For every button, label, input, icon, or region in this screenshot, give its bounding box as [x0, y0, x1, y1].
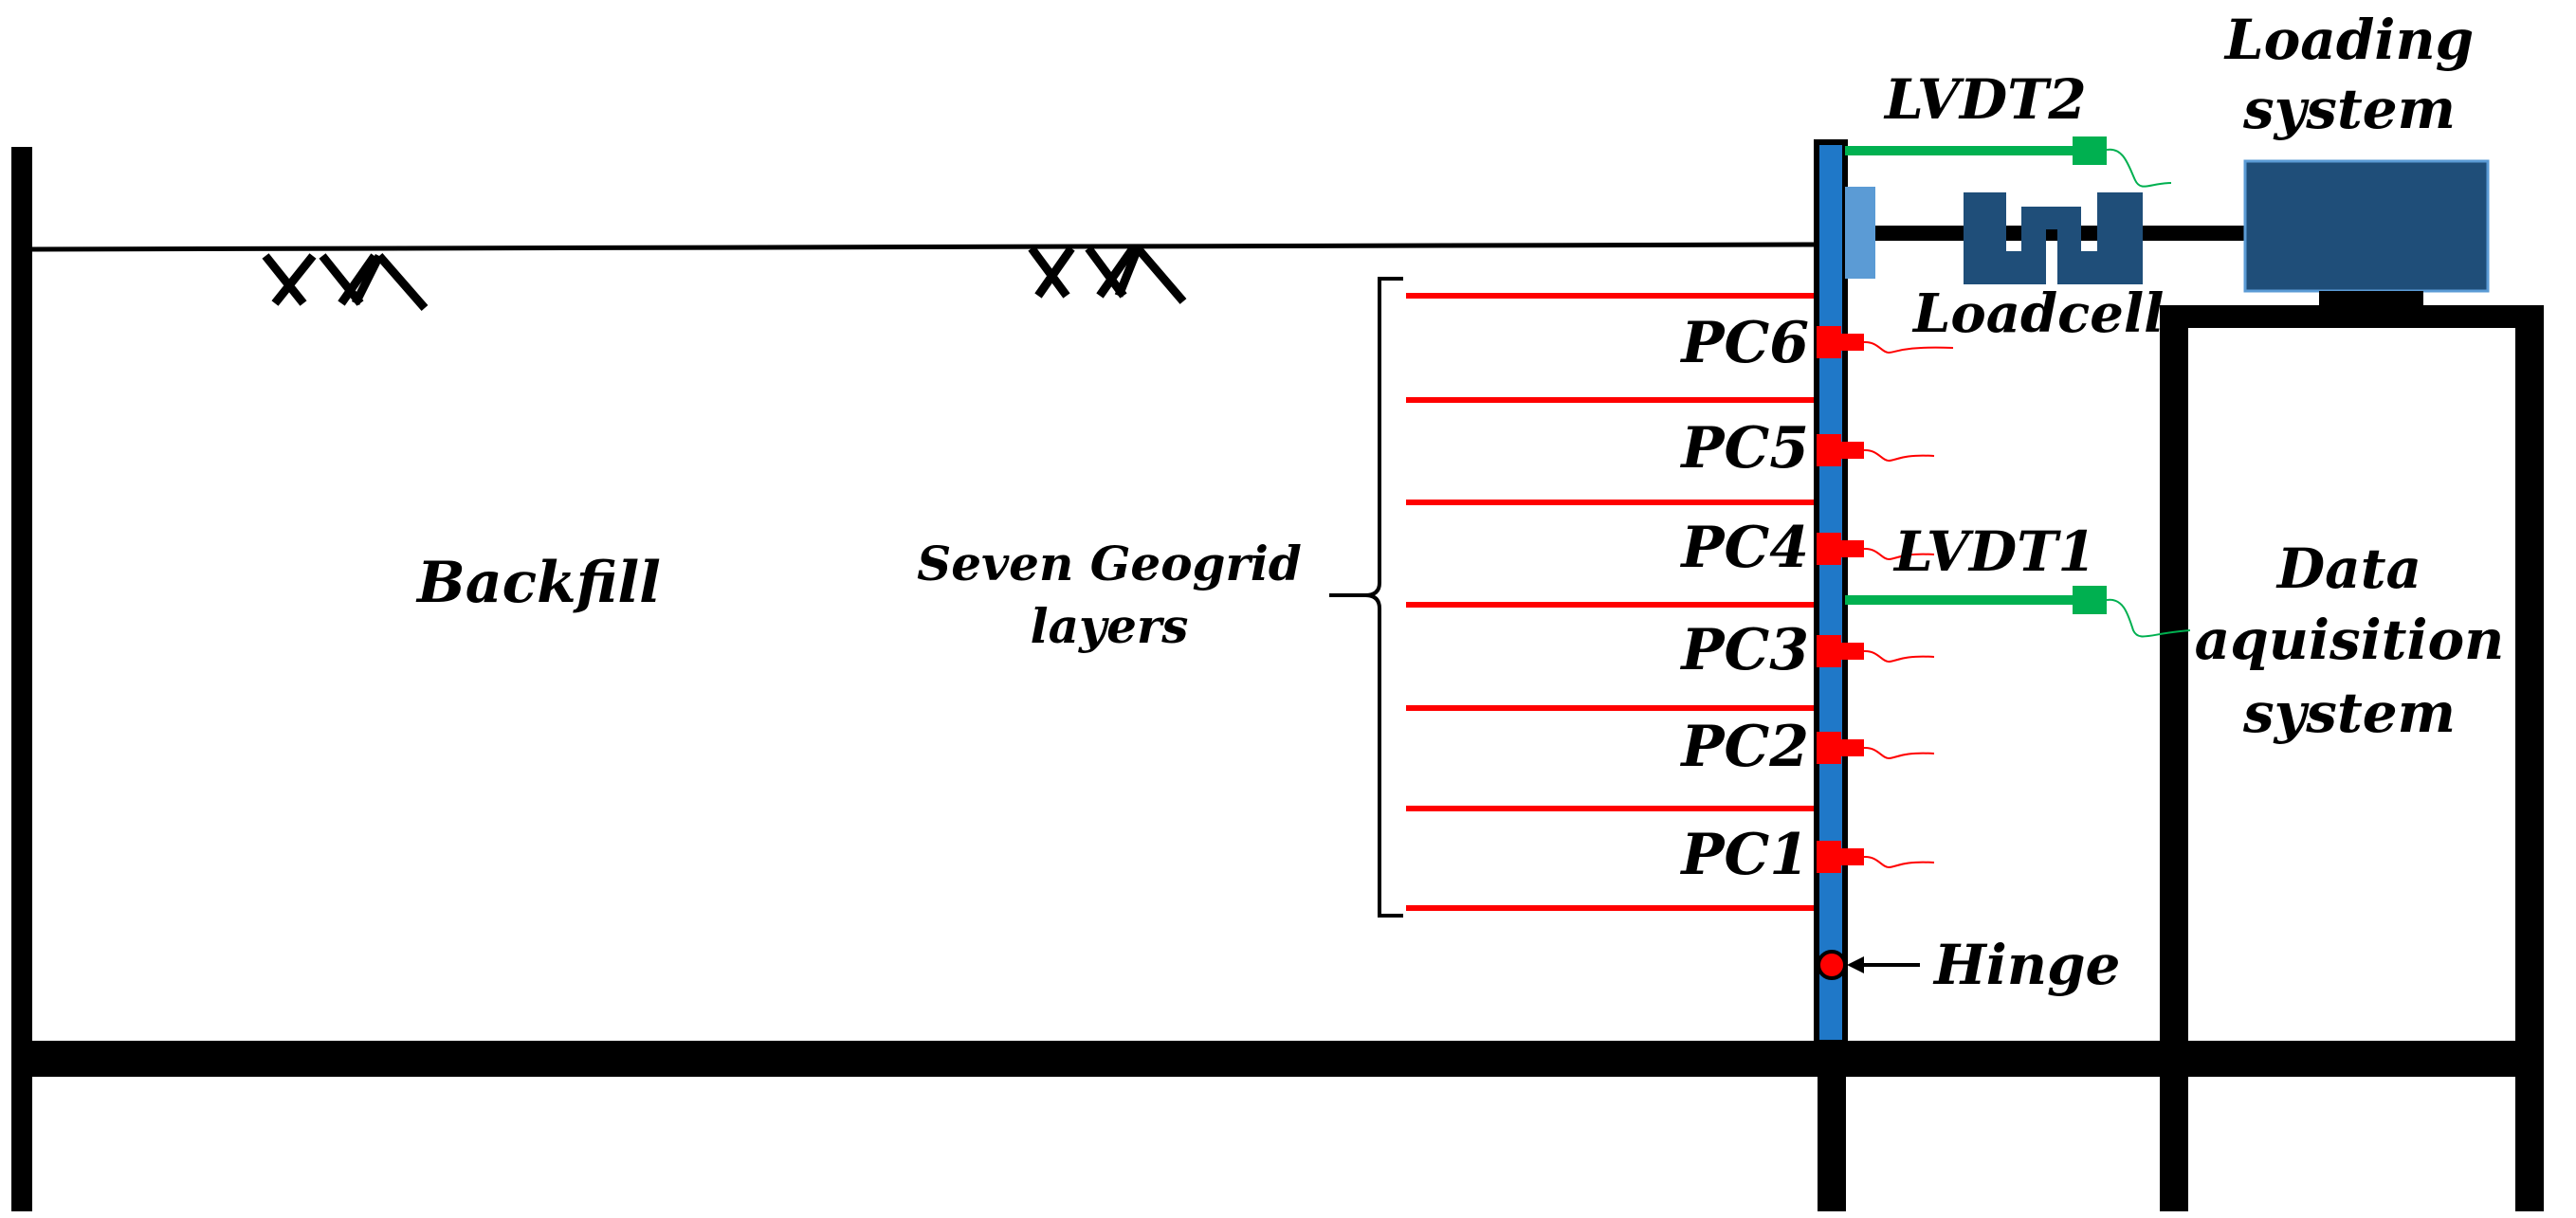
pressure-cell-labels: PC6 PC5 PC4 PC3 PC2 PC1: [1679, 310, 1809, 888]
backfill-surface: [31, 242, 1819, 252]
pc5-label: PC5: [1679, 415, 1809, 482]
support-leg-mid: [1818, 1041, 1846, 1211]
loading-system-box: [2243, 159, 2490, 293]
backfill-label: Backfill: [415, 550, 661, 616]
geogrid-brace: [1329, 277, 1403, 918]
lvdt2-sensor: [2073, 136, 2107, 165]
tank-left-wall: [11, 147, 32, 1209]
geogrid-layers: [1406, 293, 1820, 911]
pc1-label: PC1: [1679, 822, 1809, 888]
loadcell-icon: [1964, 192, 2143, 284]
daq-frame-left: [2160, 305, 2188, 1063]
wall-facing: [1814, 139, 1848, 1045]
hinge-label: Hinge: [1932, 933, 2120, 997]
pressure-cell-pc3: [1817, 635, 1935, 667]
pressure-cells: [1817, 326, 1954, 873]
daq-frame-right: [2515, 305, 2544, 1063]
tank-base-beam: [11, 1041, 2543, 1077]
pressure-cell-pc6: [1817, 326, 1954, 358]
geogrid-label-line1: Seven Geogrid: [917, 536, 1302, 591]
lvdt1-label: LVDT1: [1892, 519, 2096, 584]
daq-frame-top: [2160, 305, 2544, 328]
geogrid-label-line2: layers: [1031, 598, 1189, 654]
pc6-label: PC6: [1679, 310, 1809, 376]
arrow-icon: [1847, 956, 1920, 973]
pressure-cell-pc5: [1817, 434, 1935, 466]
lvdt1-sensor: [2073, 586, 2107, 614]
lvdt2-cable: [2106, 148, 2172, 188]
daq-label-line1: Data: [2275, 536, 2421, 601]
pc3-label: PC3: [1679, 617, 1809, 683]
daq-label-line2: aquisition: [2195, 608, 2505, 672]
pc4-label: PC4: [1679, 515, 1809, 581]
loading-system-label-line1: Loading: [2223, 8, 2474, 72]
support-leg-left: [11, 1041, 32, 1211]
pressure-cell-pc2: [1817, 732, 1935, 764]
soil-hatch-icon: [262, 253, 429, 311]
loading-system-label-line2: system: [2242, 77, 2456, 141]
lvdt1-cable: [2106, 598, 2191, 638]
pc2-label: PC2: [1679, 714, 1809, 780]
support-leg-right-inner: [2160, 1041, 2188, 1211]
pressure-cell-pc1: [1817, 841, 1935, 873]
pressure-cell-pc4: [1817, 533, 1935, 565]
daq-label-line3: system: [2242, 681, 2456, 745]
hinge-pin-icon: [1817, 950, 1847, 980]
load-pad: [1845, 187, 1875, 279]
lvdt2-label: LVDT2: [1883, 67, 2087, 132]
soil-hatch-icon: [1028, 245, 1187, 304]
support-leg-right-outer: [2515, 1041, 2544, 1211]
loadcell-label: Loadcell: [1911, 282, 2164, 345]
